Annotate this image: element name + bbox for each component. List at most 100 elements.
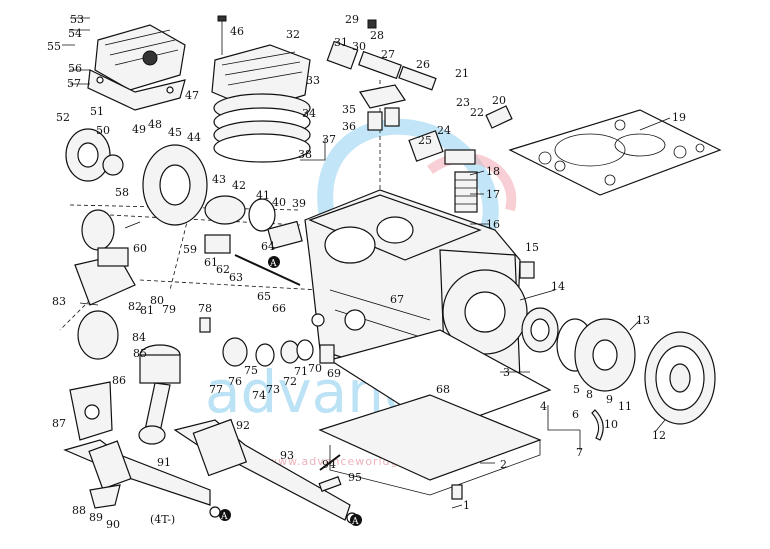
label-69: 69 <box>327 367 341 380</box>
label-79: 79 <box>162 303 176 316</box>
label-48: 48 <box>148 118 162 131</box>
label-87: 87 <box>52 417 66 430</box>
label-1: 1 <box>463 499 470 512</box>
label-94: 94 <box>322 458 336 471</box>
label-33: 33 <box>306 74 320 87</box>
label-44: 44 <box>187 131 201 144</box>
label-86: 86 <box>112 374 126 387</box>
label-24: 24 <box>437 124 451 137</box>
label-52: 52 <box>56 111 70 124</box>
label-90: 90 <box>106 518 120 531</box>
label-16: 16 <box>486 218 500 231</box>
label-26: 26 <box>416 58 430 71</box>
label-2: 2 <box>500 458 507 471</box>
label-23: 23 <box>456 96 470 109</box>
marker-a-1: A <box>269 259 277 269</box>
label-20: 20 <box>492 94 506 107</box>
connection-markers: A A A <box>219 256 362 527</box>
label-29: 29 <box>345 13 359 26</box>
label-12: 12 <box>652 429 666 442</box>
label-65: 65 <box>257 290 271 303</box>
label-76: 76 <box>228 375 242 388</box>
label-74: 74 <box>252 389 266 402</box>
label-93: 93 <box>280 449 294 462</box>
label-60: 60 <box>133 242 147 255</box>
label-47: 47 <box>185 89 199 102</box>
label-35: 35 <box>342 103 356 116</box>
label-9: 9 <box>606 393 613 406</box>
label-92: 92 <box>236 419 250 432</box>
label-77: 77 <box>209 383 223 396</box>
label-46: 46 <box>230 25 244 38</box>
marker-a-3: A <box>351 517 359 527</box>
filter-assembly <box>408 105 513 213</box>
label-57: 57 <box>67 77 81 90</box>
label-38: 38 <box>298 148 312 161</box>
shaft-seal-pulley <box>519 261 716 441</box>
label-66: 66 <box>272 302 286 315</box>
small-parts <box>199 317 342 492</box>
label-56: 56 <box>68 62 82 75</box>
label-39: 39 <box>292 197 306 210</box>
label-15: 15 <box>525 241 539 254</box>
label-45: 45 <box>168 126 182 139</box>
label-18: 18 <box>486 165 500 178</box>
pressure-switch-assembly <box>74 209 325 360</box>
label-17: 17 <box>486 188 500 201</box>
label-30: 30 <box>352 40 366 53</box>
label-27: 27 <box>381 48 395 61</box>
label-81: 81 <box>140 304 154 317</box>
label-28: 28 <box>370 29 384 42</box>
label-14: 14 <box>551 280 565 293</box>
label-85: 85 <box>133 347 147 360</box>
label-51: 51 <box>90 105 104 118</box>
label-88: 88 <box>72 504 86 517</box>
label-55: 55 <box>47 40 61 53</box>
label-22: 22 <box>470 106 484 119</box>
label-21: 21 <box>455 67 469 80</box>
label-61: 61 <box>204 256 218 269</box>
label-78: 78 <box>198 302 212 315</box>
label-50: 50 <box>96 124 110 137</box>
cylinder-head-right <box>211 15 311 163</box>
piston-conrod <box>69 344 181 445</box>
label-3: 3 <box>503 366 510 379</box>
part-number-labels: 1 2 3 4 5 6 7 8 9 10 11 12 13 14 15 16 1… <box>47 13 686 531</box>
label-34: 34 <box>302 107 316 120</box>
label-70: 70 <box>308 362 322 375</box>
label-53: 53 <box>70 13 84 26</box>
label-10: 10 <box>604 418 618 431</box>
label-95: 95 <box>348 471 362 484</box>
label-37: 37 <box>322 133 336 146</box>
label-40: 40 <box>272 196 286 209</box>
gasket-set <box>508 109 722 196</box>
label-7: 7 <box>576 446 583 459</box>
label-64: 64 <box>261 240 275 253</box>
label-62: 62 <box>216 263 230 276</box>
cylinder-head-left <box>87 24 186 111</box>
crankshafts <box>63 418 358 524</box>
label-58: 58 <box>115 186 129 199</box>
oil-pan <box>318 329 552 500</box>
label-5: 5 <box>573 383 580 396</box>
label-43: 43 <box>212 173 226 186</box>
label-31: 31 <box>334 36 348 49</box>
label-11: 11 <box>618 400 632 413</box>
label-36: 36 <box>342 120 356 133</box>
leader-lines <box>62 17 671 509</box>
label-80: 80 <box>150 294 164 307</box>
label-25: 25 <box>418 134 432 147</box>
label-91: 91 <box>157 456 171 469</box>
label-49: 49 <box>132 123 146 136</box>
label-42: 42 <box>232 179 246 192</box>
label-75: 75 <box>244 364 258 377</box>
label-67: 67 <box>390 293 404 306</box>
label-83: 83 <box>52 295 66 308</box>
label-41: 41 <box>256 189 270 202</box>
label-4t: (4T-) <box>150 513 175 526</box>
label-82: 82 <box>128 300 142 313</box>
label-32: 32 <box>286 28 300 41</box>
label-89: 89 <box>89 511 103 524</box>
